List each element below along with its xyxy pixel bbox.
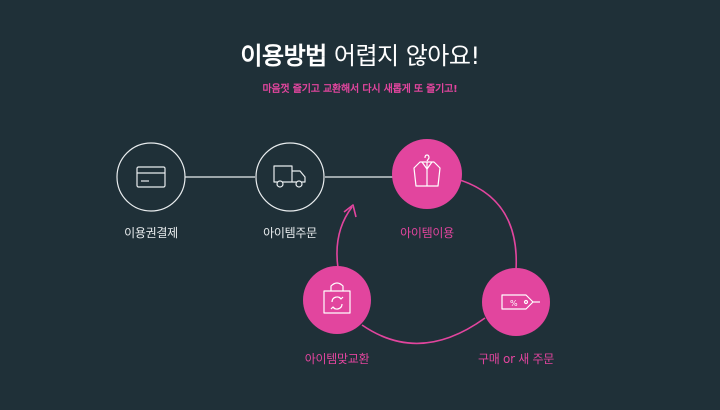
step-circle-order [255,142,325,212]
step-label-purchase: 구매 or 새 주문 [478,352,554,366]
page-title: 이용방법 어렵지 않아요! [0,40,720,72]
page-subtitle: 마음껏 즐기고 교환해서 다시 새롭게 또 즐기고! [262,84,458,95]
arrow-head-icon [343,204,357,218]
title-bold: 이용방법 [240,42,327,70]
step-circle-payment [116,142,186,212]
cycle-arc [361,317,486,345]
exchange-bag-icon [323,282,351,314]
credit-card-icon [136,166,166,188]
step-label-use: 아이템이용 [400,226,454,240]
step-circle-exchange [303,266,371,334]
cycle-arc [336,206,353,269]
price-tag-icon: % [501,294,540,310]
cycle-arc [459,179,518,271]
shirt-on-hanger-icon [413,154,441,187]
svg-text:%: % [510,299,518,308]
step-label-exchange: 아이템맞교환 [304,352,370,366]
step-circle-purchase [482,268,550,336]
step-label-order: 아이템주문 [263,226,317,240]
delivery-truck-icon [273,165,306,188]
step-label-payment: 이용권결제 [124,226,178,240]
title-rest: 어렵지 않아요! [326,42,480,70]
